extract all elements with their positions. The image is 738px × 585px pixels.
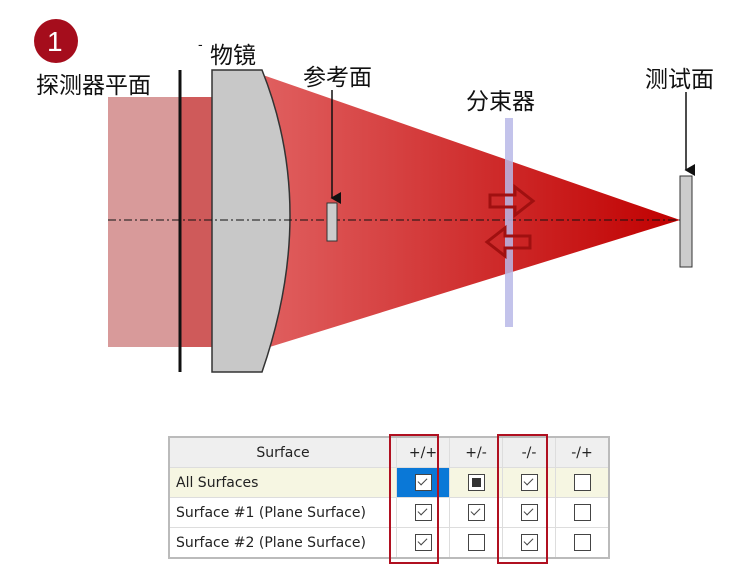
table-row: Surface #2 (Plane Surface) (168, 527, 610, 559)
objective-prefix: - (198, 36, 203, 52)
header-pp: +/+ (396, 436, 450, 468)
header-pm: +/- (449, 436, 503, 468)
row-name: Surface #1 (Plane Surface) (168, 497, 397, 528)
checkbox[interactable] (414, 534, 432, 551)
checkbox[interactable] (573, 504, 591, 521)
checkbox[interactable] (573, 534, 591, 551)
step-badge-number: 1 (47, 26, 63, 57)
checkbox[interactable] (467, 504, 485, 521)
checkbox[interactable] (467, 474, 485, 491)
step-badge (34, 19, 78, 63)
row-name: All Surfaces (168, 467, 397, 498)
header-surface: Surface (168, 436, 397, 468)
checkbox[interactable] (573, 474, 591, 491)
reference-surface (326, 202, 338, 242)
test-surface-label: 测试面 (645, 66, 714, 92)
objective-label: 物镜 (210, 42, 256, 68)
table-header: Surface +/+ +/- -/- -/+ (168, 436, 610, 468)
table-row: All Surfaces (168, 467, 610, 498)
checkbox[interactable] (520, 534, 538, 551)
forward-arrow-icon (488, 183, 536, 219)
surface-sign-table: Surface +/+ +/- -/- -/+ All Surfaces Sur… (168, 436, 610, 559)
checkbox[interactable] (520, 474, 538, 491)
checkbox[interactable] (467, 534, 485, 551)
beam-splitter (505, 118, 513, 327)
test-surface (679, 175, 693, 268)
interferometer-diagram (34, 19, 695, 373)
reference-label: 参考面 (303, 64, 372, 90)
table-row: Surface #1 (Plane Surface) (168, 497, 610, 528)
backward-arrow-icon (484, 224, 532, 260)
splitter-label: 分束器 (466, 88, 535, 114)
row-name: Surface #2 (Plane Surface) (168, 527, 397, 559)
detector-plane-label: 探测器平面 (36, 72, 151, 98)
input-beam-dark (180, 97, 214, 347)
converging-beam (260, 74, 680, 350)
checkbox[interactable] (414, 474, 432, 491)
header-mm: -/- (502, 436, 556, 468)
checkbox[interactable] (414, 504, 432, 521)
objective-lens (211, 69, 291, 373)
checkbox[interactable] (520, 504, 538, 521)
header-mp: -/+ (555, 436, 610, 468)
input-beam (108, 97, 180, 347)
